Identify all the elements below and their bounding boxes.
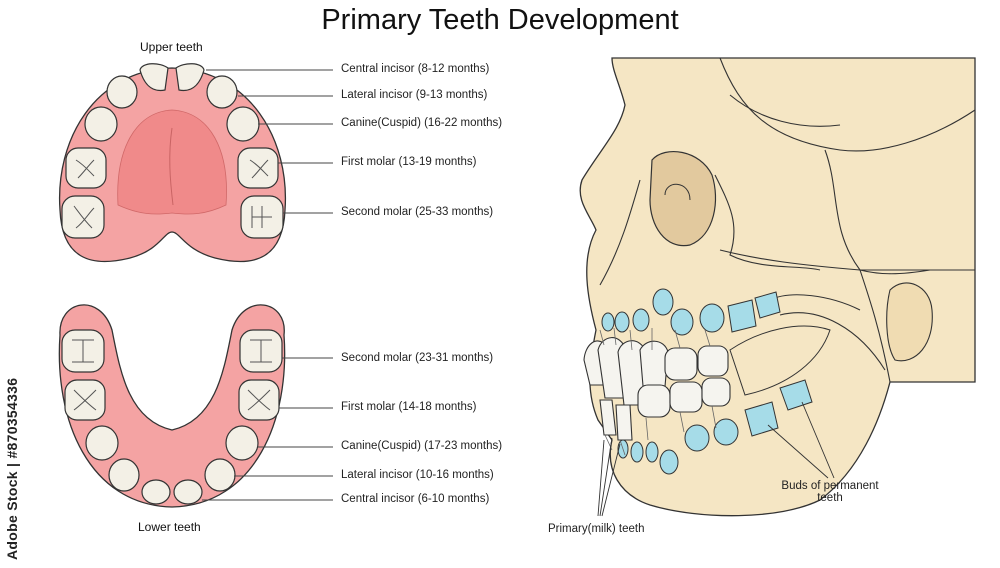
label-lower-second-molar: Second molar (23-31 months) [341, 352, 494, 364]
lower-teeth-heading: Lower teeth [138, 520, 201, 534]
stock-watermark: Adobe Stock | #870354336 [4, 377, 20, 560]
leader-lines [202, 69, 333, 501]
label-lower-first-molar: First molar (14-18 months) [341, 401, 477, 413]
label-lower-canine: Canine(Cuspid) (17-23 months) [341, 440, 503, 452]
label-upper-canine: Canine(Cuspid) (16-22 months) [341, 117, 503, 129]
page-title: Primary Teeth Development [321, 4, 679, 36]
label-upper-central-incisor: Central incisor (8-12 months) [341, 63, 490, 75]
upper-tooth [61, 63, 284, 239]
label-lower-lateral-incisor: Lateral incisor (10-16 months) [341, 469, 494, 481]
label-upper-lateral-incisor: Lateral incisor (9-13 months) [341, 89, 488, 101]
label-buds-permanent-teeth: Buds of permanent teeth [781, 480, 879, 504]
upper-arch [58, 63, 287, 263]
permanent-tooth-bud [601, 288, 813, 475]
primary-tooth [583, 337, 731, 441]
skull-leader-lines [597, 401, 835, 517]
label-upper-second-molar: Second molar (25-33 months) [341, 206, 494, 218]
label-lower-central-incisor: Central incisor (6-10 months) [341, 493, 490, 505]
lower-arch [58, 304, 286, 508]
label-primary-milk-teeth: Primary(milk) teeth [548, 523, 645, 535]
upper-teeth-heading: Upper teeth [140, 40, 203, 54]
label-upper-first-molar: First molar (13-19 months) [341, 156, 477, 168]
tooth-roots [599, 327, 717, 456]
